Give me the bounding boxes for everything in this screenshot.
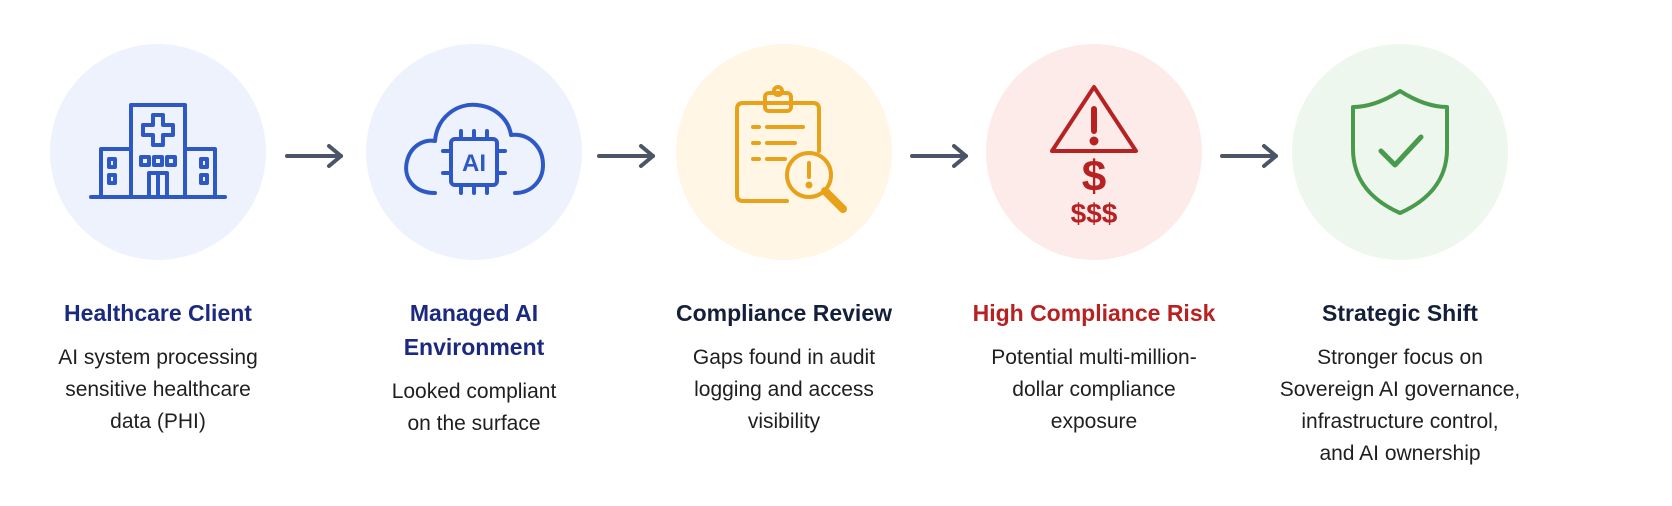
- step-title: Healthcare Client: [64, 300, 252, 326]
- step-healthcare-client: Healthcare Client AI system processing s…: [8, 44, 308, 438]
- shield-check-icon: [1351, 89, 1449, 215]
- arrow-right-icon: [1218, 142, 1282, 170]
- step-description: Gaps found in audit logging and access v…: [692, 346, 876, 433]
- dollar-signs-small: $$$: [1071, 198, 1118, 227]
- step-circle: [676, 44, 892, 260]
- step-description: Looked compliant on the surface: [391, 380, 557, 435]
- step-description: AI system processing sensitive healthcar…: [58, 346, 258, 433]
- arrow-right-icon: [595, 142, 659, 170]
- step-circle: AI: [366, 44, 582, 260]
- ai-cloud-icon: AI: [404, 102, 545, 195]
- step-strategic-shift: Strategic Shift Stronger focus on Sovere…: [1250, 44, 1550, 470]
- step-title: Strategic Shift: [1322, 300, 1478, 326]
- step-title: Managed AI Environment: [403, 300, 545, 360]
- clipboard-search-icon: [735, 85, 847, 213]
- step-title: High Compliance Risk: [972, 300, 1216, 326]
- arrow-right-icon: [908, 142, 972, 170]
- arrow-right-icon: [283, 142, 347, 170]
- step-circle: $ $$$: [986, 44, 1202, 260]
- step-managed-ai-environment: AI Managed AI Environment Looked complia…: [324, 44, 624, 440]
- step-compliance-review: Compliance Review Gaps found in audit lo…: [634, 44, 934, 438]
- dollar-sign-large: $: [1082, 152, 1106, 201]
- step-title: Compliance Review: [675, 300, 893, 326]
- step-high-compliance-risk: $ $$$ High Compliance Risk Potential mul…: [944, 44, 1244, 438]
- ai-chip-label: AI: [462, 150, 486, 177]
- step-description: Potential multi-million- dollar complian…: [991, 346, 1197, 433]
- step-circle: [1292, 44, 1508, 260]
- step-circle: [50, 44, 266, 260]
- hospital-icon: [89, 103, 227, 199]
- warning-money-icon: $ $$$: [1050, 85, 1138, 227]
- step-description: Stronger focus on Sovereign AI governanc…: [1279, 346, 1521, 465]
